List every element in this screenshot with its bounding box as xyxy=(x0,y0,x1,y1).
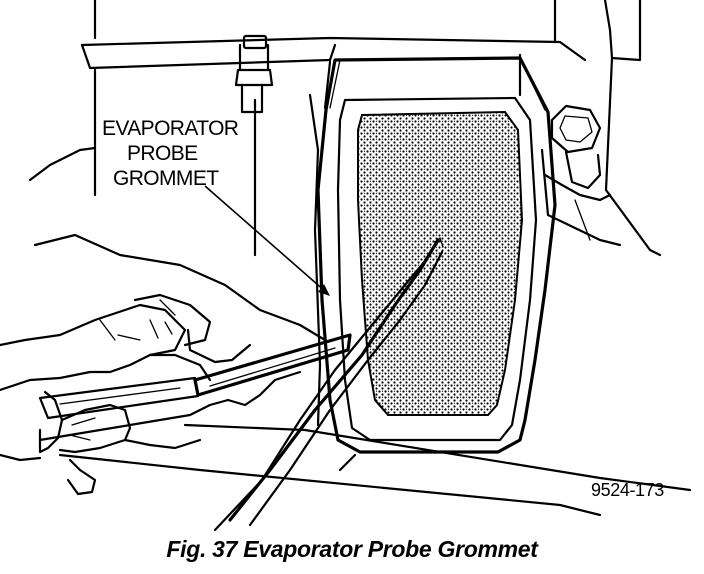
evaporator-core xyxy=(357,110,524,416)
bolt-icon xyxy=(543,104,612,202)
callout-label: EVAPORATOR PROBE GROMMET xyxy=(102,117,330,296)
housing xyxy=(58,0,692,517)
mounting-bracket xyxy=(234,34,522,114)
label-line-3: GROMMET xyxy=(113,167,219,190)
label-line-1: EVAPORATOR xyxy=(102,117,239,140)
screwdriver xyxy=(38,333,352,420)
label-line-2: PROBE xyxy=(127,142,198,165)
hand xyxy=(0,146,327,496)
leader-line xyxy=(204,185,327,293)
figure-number: 9524-173 xyxy=(591,480,664,500)
probe-wires xyxy=(213,237,444,532)
access-cover xyxy=(316,56,557,454)
figure-caption: Fig. 37 Evaporator Probe Grommet xyxy=(166,536,538,562)
leader-arrow-icon xyxy=(318,284,330,296)
